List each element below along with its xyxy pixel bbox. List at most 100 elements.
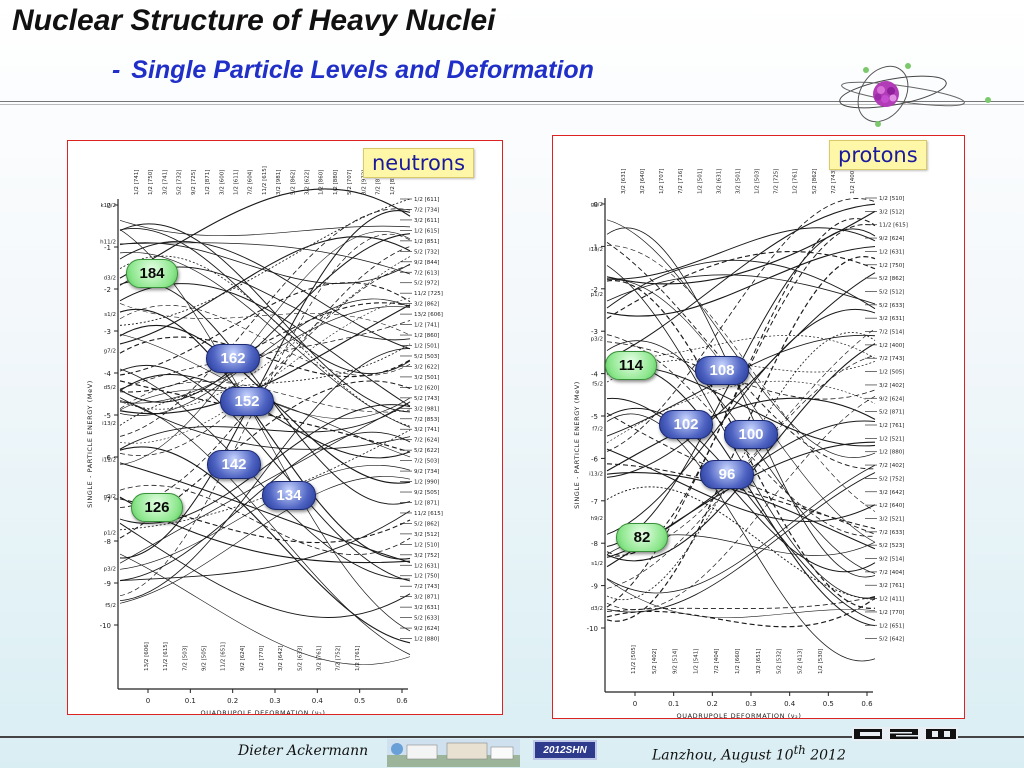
right-orbital-label: 5/2 [871] (879, 410, 904, 416)
y-tick-label: -1 (591, 243, 598, 251)
right-orbital-label: 1/2 [510] (414, 542, 439, 548)
y-tick-label: -2 (591, 286, 598, 294)
y-axis-title: SINGLE - PARTICLE ENERGY (MeV) (573, 381, 581, 509)
orbital-line (119, 227, 411, 375)
orbital-line (119, 302, 411, 393)
orbital-line (119, 304, 411, 415)
x-tick-label: 0.6 (861, 700, 873, 708)
right-orbital-label: 5/2 [862] (879, 276, 904, 282)
orbital-line (119, 223, 411, 413)
spherical-level-label: d3/2 (104, 276, 116, 282)
top-orbital-label: 7/2 [743] (831, 169, 837, 194)
right-orbital-label: 3/2 [752] (414, 553, 439, 559)
orbital-line (606, 471, 876, 550)
top-orbital-label: 3/2 [501] (735, 169, 741, 194)
orbital-line (119, 308, 411, 560)
orbital-line (119, 306, 411, 404)
y-tick-label: -3 (104, 328, 111, 336)
right-orbital-label: 3/2 [622] (414, 364, 439, 370)
orbital-line (606, 259, 876, 310)
right-orbital-label: 5/2 [622] (414, 448, 439, 454)
orbital-line (606, 256, 876, 622)
orbital-line (119, 510, 411, 582)
right-orbital-label: 5/2 [862] (414, 521, 439, 527)
orbital-line (606, 412, 876, 535)
right-orbital-label: 9/2 [514] (879, 557, 904, 563)
right-orbital-label: 9/2 [624] (879, 396, 904, 402)
right-orbital-label: 5/2 [512] (879, 289, 904, 295)
right-orbital-label: 9/2 [505] (414, 490, 439, 496)
top-orbital-label: 1/2 [611] (233, 170, 239, 195)
right-orbital-label: 1/2 [761] (879, 423, 904, 429)
right-orbital-label: 7/2 [743] (879, 356, 904, 362)
orbital-line (606, 596, 876, 612)
top-orbital-label: 3/2 [640] (640, 169, 646, 194)
magic-number-proton: 114 (605, 351, 657, 380)
slide-title: Nuclear Structure of Heavy Nuclei (12, 4, 496, 37)
orbital-line (606, 224, 876, 608)
institute-photo-icon (387, 739, 520, 767)
orbital-line (119, 380, 411, 539)
bottom-orbital-label: 9/2 [514] (673, 649, 679, 674)
right-orbital-label: 3/2 [521] (879, 516, 904, 522)
spherical-level-label: s1/2 (591, 561, 603, 567)
bottom-orbital-label: 11/2 [651] (221, 642, 227, 671)
y-tick-label: -6 (591, 455, 599, 463)
orbital-line (119, 553, 411, 665)
right-orbital-label: 3/2 [741] (414, 427, 439, 433)
magic-number-neutron: 152 (220, 387, 274, 416)
x-tick-label: 0.3 (745, 700, 756, 708)
right-orbital-label: 5/2 [642] (879, 637, 904, 643)
right-orbital-label: 1/2 [615] (414, 228, 439, 234)
bottom-orbital-label: 1/2 [770] (259, 646, 265, 671)
top-orbital-label: 1/2 [871] (205, 170, 211, 195)
spherical-level-label: f5/2 (592, 382, 603, 388)
right-orbital-label: 3/2 [981] (414, 406, 439, 412)
orbital-line (119, 446, 411, 644)
magic-number-neutron: 142 (207, 450, 261, 479)
top-orbital-label: 5/2 [707] (347, 170, 353, 195)
magic-number-neutron: 134 (262, 481, 316, 510)
right-orbital-label: 3/2 [611] (414, 218, 439, 224)
bottom-orbital-label: 5/2 [633] (297, 646, 303, 671)
top-orbital-label: 3/2 [622] (305, 170, 311, 195)
spherical-level-label: s1/2 (104, 312, 116, 318)
top-orbital-label: 1/2 [761] (793, 169, 799, 194)
top-orbital-label: 1/2 [707] (659, 169, 665, 194)
x-tick-label: 0 (146, 697, 150, 705)
right-orbital-label: 1/2 [741] (414, 323, 439, 329)
x-tick-label: 0.2 (227, 697, 238, 705)
bottom-orbital-label: 11/2 [615] (163, 642, 169, 671)
right-orbital-label: 7/2 [743] (414, 584, 439, 590)
orbital-line (119, 364, 411, 582)
orbital-line (606, 203, 876, 361)
right-orbital-label: 3/2 [862] (414, 302, 439, 308)
right-orbital-label: 5/2 [743] (414, 396, 439, 402)
right-orbital-label: 1/2 [505] (879, 370, 904, 376)
bottom-orbital-label: 1/2 [761] (355, 646, 361, 671)
orbital-line (119, 233, 411, 403)
orbital-line (119, 188, 411, 279)
orbital-line (606, 463, 876, 530)
orbital-line (119, 229, 411, 632)
top-orbital-label: 11/2 [615] (262, 166, 268, 195)
x-axis-title: QUADRUPOLE DEFORMATION (ν₂) (201, 709, 326, 714)
bottom-orbital-label: 5/2 [402] (652, 649, 658, 674)
right-orbital-label: 11/2 [725] (414, 291, 443, 297)
spherical-level-label: p1/2 (104, 530, 116, 536)
author-name: Dieter Ackermann (238, 743, 369, 759)
right-orbital-label: 1/2 [521] (879, 436, 904, 442)
orbital-line (119, 522, 411, 618)
venue-date: Lanzhou, August 10th 2012 (652, 743, 846, 764)
orbital-line (119, 348, 411, 602)
orbital-line (119, 401, 411, 564)
right-orbital-label: 7/2 [624] (414, 438, 439, 444)
right-orbital-label: 3/2 [501] (414, 375, 439, 381)
x-tick-label: 0.2 (707, 700, 718, 708)
right-orbital-label: 7/2 [514] (879, 330, 904, 336)
y-tick-label: -4 (104, 370, 112, 378)
orbital-line (119, 282, 411, 376)
orbital-line (606, 245, 876, 512)
bottom-orbital-label: 5/2 [413] (797, 649, 803, 674)
